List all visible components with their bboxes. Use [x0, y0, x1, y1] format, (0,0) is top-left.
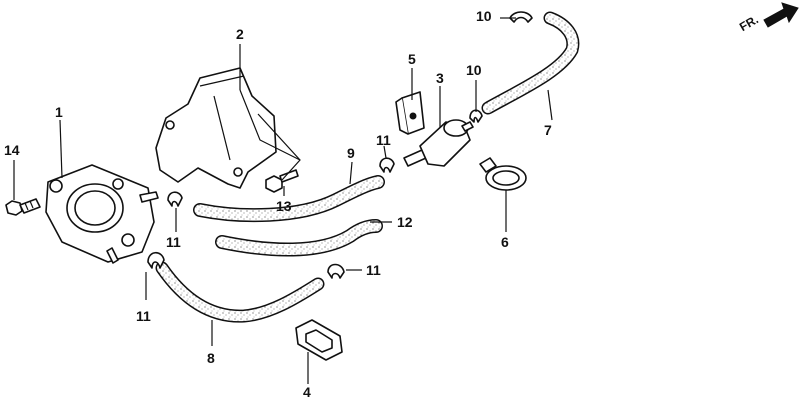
- callout-13: 13: [276, 198, 292, 214]
- callout-2: 2: [236, 26, 244, 42]
- hose-clamp-6-icon: [479, 157, 527, 191]
- callout-10-mid: 10: [466, 62, 482, 78]
- callout-3: 3: [436, 70, 444, 86]
- fuel-filter-3-icon: [403, 119, 474, 167]
- callout-5: 5: [408, 51, 416, 67]
- callout-8: 8: [207, 350, 215, 366]
- callout-7: 7: [544, 122, 552, 138]
- callout-9: 9: [347, 145, 355, 161]
- callout-14: 14: [4, 142, 20, 158]
- clip-10-mid-icon: [469, 109, 483, 123]
- clip-11-right-icon: [327, 263, 345, 279]
- callout-1: 1: [55, 104, 63, 120]
- callout-11-filter: 11: [376, 132, 391, 148]
- bolt-13-icon: [265, 169, 299, 193]
- callout-10-top: 10: [476, 8, 492, 24]
- bracket-2-icon: [155, 67, 277, 189]
- leader-lines: [13, 17, 553, 384]
- callout-11-right: 11: [366, 262, 381, 278]
- bolt-14-icon: [5, 198, 41, 216]
- callout-11-pump: 11: [166, 234, 181, 250]
- callout-6: 6: [501, 234, 509, 250]
- grommet-4-icon: [295, 319, 343, 361]
- clip-11-pump-icon: [167, 191, 183, 207]
- clip-11-filter-icon: [379, 157, 395, 173]
- clip-10-top-icon: [509, 11, 533, 23]
- fuel-pump-1-icon: [45, 164, 159, 264]
- callout-12: 12: [397, 214, 413, 230]
- clip-11-lower-icon: [147, 251, 165, 269]
- front-direction-arrow-icon: [763, 2, 799, 28]
- callout-11-lower: 11: [136, 308, 151, 324]
- callout-4: 4: [303, 384, 311, 400]
- clip-bracket-5-icon: [395, 91, 425, 135]
